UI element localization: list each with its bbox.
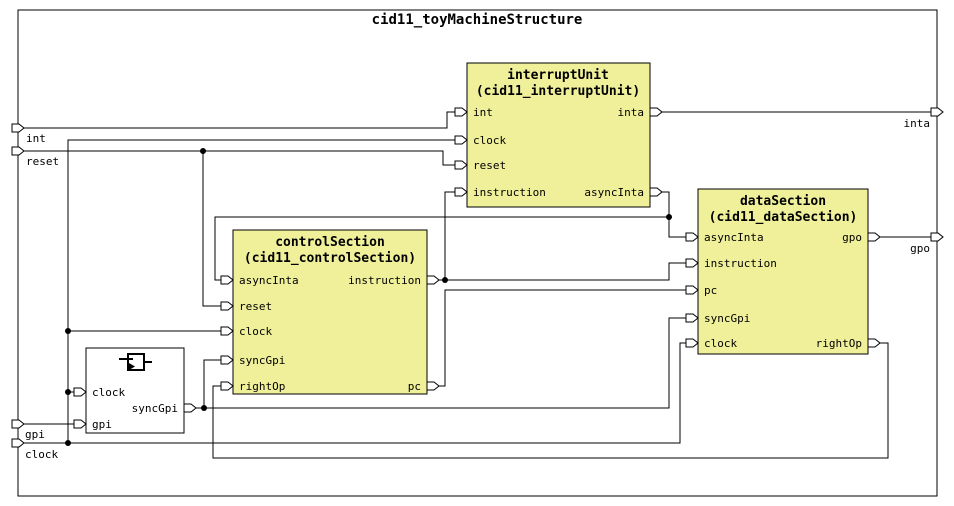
port-label-rightop: rightOp <box>239 380 285 393</box>
register-icon <box>119 353 152 371</box>
junction-clock-sync <box>65 389 71 395</box>
block-data-section-name: dataSection <box>740 194 826 209</box>
block-data-section-type: (cid11_dataSection) <box>709 210 858 225</box>
wire-instruction-main <box>439 262 686 281</box>
junction-syncgpi <box>201 405 207 411</box>
port-out-pc-icon[interactable] <box>426 381 440 391</box>
port-in-rightop-icon[interactable] <box>220 381 234 391</box>
block-synchronizer[interactable]: clock gpi syncGpi <box>73 347 197 434</box>
port-label-clock: clock <box>704 337 737 350</box>
port-in-reset-icon[interactable] <box>220 301 234 311</box>
block-control-section-name: controlSection <box>275 235 385 250</box>
ext-port-gpo-icon[interactable] <box>930 232 944 242</box>
port-out-rightop-icon[interactable] <box>867 338 881 348</box>
ext-port-int-icon[interactable] <box>11 123 25 133</box>
port-in-int-icon[interactable] <box>454 107 468 117</box>
ext-label-int: int <box>26 132 46 145</box>
ext-label-inta: inta <box>904 117 931 130</box>
port-in-clock-icon[interactable] <box>685 338 699 348</box>
wire-syncgpi-main <box>196 317 686 409</box>
port-label-instruction: instruction <box>704 257 777 270</box>
port-label-clock: clock <box>239 325 272 338</box>
port-in-clock-icon[interactable] <box>454 135 468 145</box>
block-interrupt-unit-name: interruptUnit <box>507 68 609 83</box>
port-in-instruction-icon[interactable] <box>454 187 468 197</box>
block-interrupt-unit[interactable]: interruptUnit (cid11_interruptUnit) int … <box>454 62 663 208</box>
port-label-syncgpi: syncGpi <box>239 354 285 367</box>
wire-pc <box>439 289 686 387</box>
port-out-gpo-icon[interactable] <box>867 232 881 242</box>
port-label-asyncinta: asyncInta <box>584 186 644 199</box>
ext-port-gpi-icon[interactable] <box>11 419 25 429</box>
junction-instruction <box>442 277 448 283</box>
port-label-clock: clock <box>473 134 506 147</box>
port-label-int: int <box>473 106 493 119</box>
port-out-syncgpi-icon[interactable] <box>183 403 197 413</box>
block-interrupt-unit-type: (cid11_interruptUnit) <box>476 84 640 99</box>
external-output-ports[interactable]: inta gpo <box>904 107 944 255</box>
port-in-clock-icon[interactable] <box>220 326 234 336</box>
port-in-syncgpi-icon[interactable] <box>220 355 234 365</box>
wire-rightop-feedback <box>212 342 889 459</box>
junction-clock-main <box>65 440 71 446</box>
wire-syncgpi-branch <box>203 359 221 408</box>
port-label-instruction: instruction <box>473 186 546 199</box>
port-label-pc: pc <box>704 284 717 297</box>
ext-label-gpi: gpi <box>25 428 45 441</box>
junction-clock-cs <box>65 328 71 334</box>
port-in-instruction-icon[interactable] <box>685 258 699 268</box>
wire-junctions <box>65 148 672 446</box>
wire-reset <box>24 150 455 166</box>
port-in-asyncinta-icon[interactable] <box>685 232 699 242</box>
port-label-pc: pc <box>408 380 421 393</box>
port-out-asyncinta-icon[interactable] <box>649 187 663 197</box>
wire-asyncinta-branch <box>214 216 669 281</box>
wire-reset-branch <box>202 151 221 307</box>
ext-port-inta-icon[interactable] <box>930 107 944 117</box>
block-control-section-type: (cid11_controlSection) <box>244 251 416 266</box>
port-in-gpi-icon[interactable] <box>73 419 87 429</box>
port-in-asyncinta-icon[interactable] <box>220 275 234 285</box>
ext-port-clock-icon[interactable] <box>11 438 25 448</box>
design-boundary <box>17 9 938 497</box>
port-in-clock-icon[interactable] <box>73 387 87 397</box>
port-label-instruction: instruction <box>348 274 421 287</box>
block-control-section-body[interactable] <box>232 229 428 395</box>
page-title: cid11_toyMachineStructure <box>372 12 583 28</box>
port-in-pc-icon[interactable] <box>685 285 699 295</box>
port-label-gpi: gpi <box>92 418 112 431</box>
ext-label-gpo: gpo <box>910 242 930 255</box>
ext-label-clock: clock <box>25 448 58 461</box>
ext-label-reset: reset <box>26 155 59 168</box>
port-label-asyncinta: asyncInta <box>239 274 299 287</box>
port-label-clock: clock <box>92 386 125 399</box>
wire-clock-riser <box>67 139 455 443</box>
port-label-inta: inta <box>618 106 645 119</box>
port-out-instruction-icon[interactable] <box>426 275 440 285</box>
wire-int <box>24 111 455 129</box>
block-data-section[interactable]: dataSection (cid11_dataSection) asyncInt… <box>685 188 881 355</box>
block-interrupt-unit-body[interactable] <box>466 62 651 208</box>
wire-asyncinta <box>662 191 686 238</box>
port-in-syncgpi-icon[interactable] <box>685 313 699 323</box>
wire-instruction-branch <box>444 191 455 280</box>
port-label-gpo: gpo <box>842 231 862 244</box>
port-label-syncgpi: syncGpi <box>704 312 750 325</box>
block-control-section[interactable]: controlSection (cid11_controlSection) as… <box>220 229 440 395</box>
port-out-inta-icon[interactable] <box>649 107 663 117</box>
port-label-rightop: rightOp <box>816 337 862 350</box>
port-label-reset: reset <box>473 159 506 172</box>
junction-reset <box>200 148 206 154</box>
external-input-ports[interactable]: int reset gpi clock <box>11 123 59 461</box>
wires <box>24 111 931 459</box>
junction-asyncinta <box>666 214 672 220</box>
port-in-reset-icon[interactable] <box>454 160 468 170</box>
wire-clock-main <box>24 342 686 444</box>
ext-port-reset-icon[interactable] <box>11 146 25 156</box>
port-label-syncgpi: syncGpi <box>132 402 178 415</box>
port-label-asyncinta: asyncInta <box>704 231 764 244</box>
port-label-reset: reset <box>239 300 272 313</box>
block-data-section-body[interactable] <box>697 188 869 355</box>
